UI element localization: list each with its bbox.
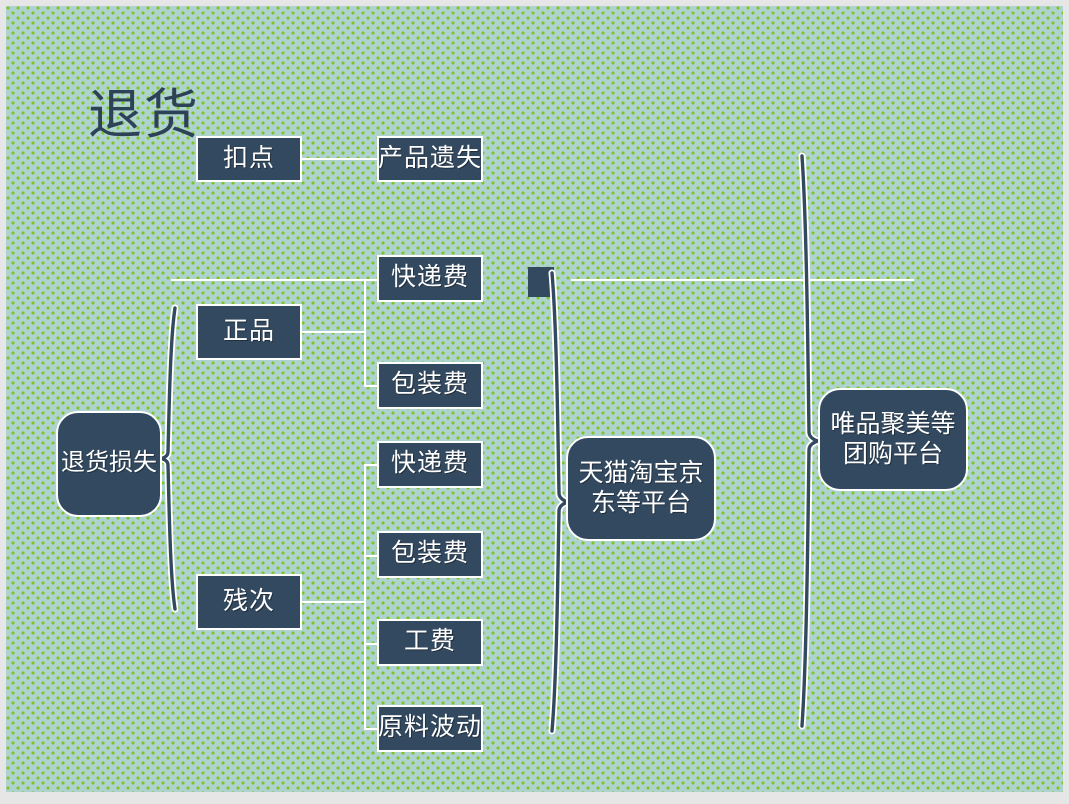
node-labor-fee[interactable]: 工费: [377, 619, 483, 666]
connector-defective-to-material: [364, 728, 380, 730]
slide-canvas: 退货 扣点 产品遗失 退货损失 正品 快递费 包装费 残次 快递费 包装费 工费…: [6, 6, 1063, 792]
connector-genuine-stub: [300, 331, 366, 333]
node-platform-tmall[interactable]: 天猫淘宝京东等平台: [566, 436, 716, 541]
connector-defective-to-shipping: [364, 464, 380, 466]
connector-genuine-vertical: [364, 279, 366, 387]
divider-line-right: [571, 279, 914, 281]
connector-defective-vertical: [364, 464, 366, 729]
node-genuine-packaging-fee[interactable]: 包装费: [377, 362, 483, 409]
connector-deduction-to-productloss: [296, 158, 382, 160]
node-genuine[interactable]: 正品: [196, 304, 302, 360]
connector-defective-to-packaging: [364, 555, 380, 557]
connector-defective-to-labor: [364, 643, 380, 645]
connector-genuine-to-packaging: [364, 385, 380, 387]
connector-genuine-to-shipping: [364, 279, 380, 281]
page-title: 退货: [88, 85, 200, 145]
node-deduction[interactable]: 扣点: [196, 136, 302, 182]
node-defective[interactable]: 残次: [196, 574, 302, 630]
node-material-fluctuation[interactable]: 原料波动: [377, 705, 483, 752]
divider-line-left: [171, 279, 379, 281]
connector-defective-stub: [300, 601, 366, 603]
node-product-loss[interactable]: 产品遗失: [377, 136, 483, 182]
node-genuine-shipping-fee[interactable]: 快递费: [377, 255, 483, 302]
node-platform-vip[interactable]: 唯品聚美等团购平台: [818, 388, 968, 491]
node-defective-shipping-fee[interactable]: 快递费: [377, 441, 483, 488]
node-defective-packaging-fee[interactable]: 包装费: [377, 531, 483, 578]
node-return-loss[interactable]: 退货损失: [56, 411, 162, 517]
brace-return-loss-icon: [160, 304, 179, 613]
